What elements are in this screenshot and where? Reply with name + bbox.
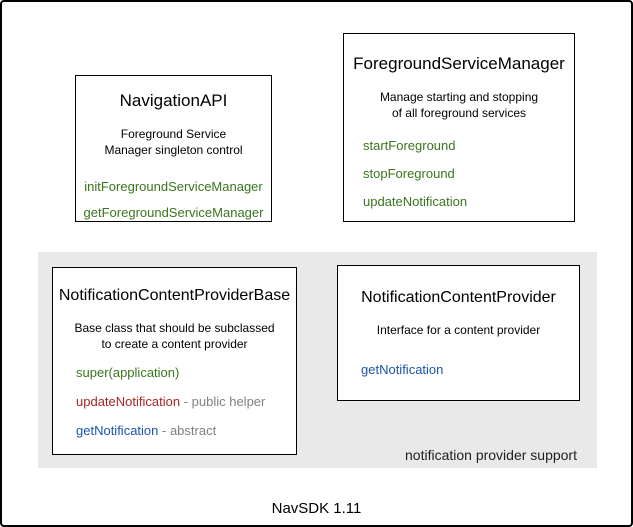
class-box-notification-content-provider-base: NotificationContentProviderBase Base cla… [52,267,297,455]
description-line: to create a content provider [101,337,248,351]
class-description: Base class that should be subclassed to … [53,320,296,352]
description-line: Base class that should be subclassed [74,321,275,335]
method-annotation: - abstract [162,423,217,438]
description-line: Manage starting and stopping [379,90,539,104]
sdk-version-label: NavSDK 1.11 [271,500,362,517]
method-name: getNotification [76,423,159,438]
method-initForegroundServiceManager: initForegroundServiceManager [84,179,263,194]
description-line: Interface for a content provider [376,323,541,337]
class-title-notification-content-provider-base: NotificationContentProviderBase [58,287,291,304]
class-description: Manage starting and stopping of all fore… [344,89,574,121]
method-list: super(application) updateNotification - … [53,365,296,438]
method-list: getNotification [338,362,579,377]
class-box-navigation-api: NavigationAPI Foreground Service Manager… [75,75,272,222]
method-getForegroundServiceManager: getForegroundServiceManager [83,205,264,220]
method-getNotification: getNotification - abstract [76,423,296,438]
band-label: notification provider support [405,447,577,463]
class-box-notification-content-provider: NotificationContentProvider Interface fo… [337,265,580,401]
description-line: Manager singleton control [104,143,243,157]
class-title-notification-content-provider: NotificationContentProvider [361,289,556,306]
description-line: Foreground Service [120,127,227,141]
method-super-application: super(application) [76,365,296,380]
class-title-foreground-service-manager: ForegroundServiceManager [353,54,565,73]
class-title-navigation-api: NavigationAPI [119,91,228,110]
method-name: super(application) [76,365,180,380]
description-line: of all foreground services [391,106,527,120]
class-description: Foreground Service Manager singleton con… [76,126,271,158]
method-name: updateNotification [76,394,181,409]
method-stopForeground: stopForeground [363,166,455,181]
method-annotation: - public helper [183,394,266,409]
method-updateNotification: updateNotification [363,194,468,209]
method-getNotification: getNotification [361,362,444,377]
method-startForeground: startForeground [363,138,456,153]
method-updateNotification: updateNotification - public helper [76,394,296,409]
method-list: initForegroundServiceManager getForegrou… [76,179,271,220]
method-list: startForeground stopForeground updateNot… [344,138,574,209]
class-box-foreground-service-manager: ForegroundServiceManager Manage starting… [343,33,575,222]
class-description: Interface for a content provider [338,322,579,338]
